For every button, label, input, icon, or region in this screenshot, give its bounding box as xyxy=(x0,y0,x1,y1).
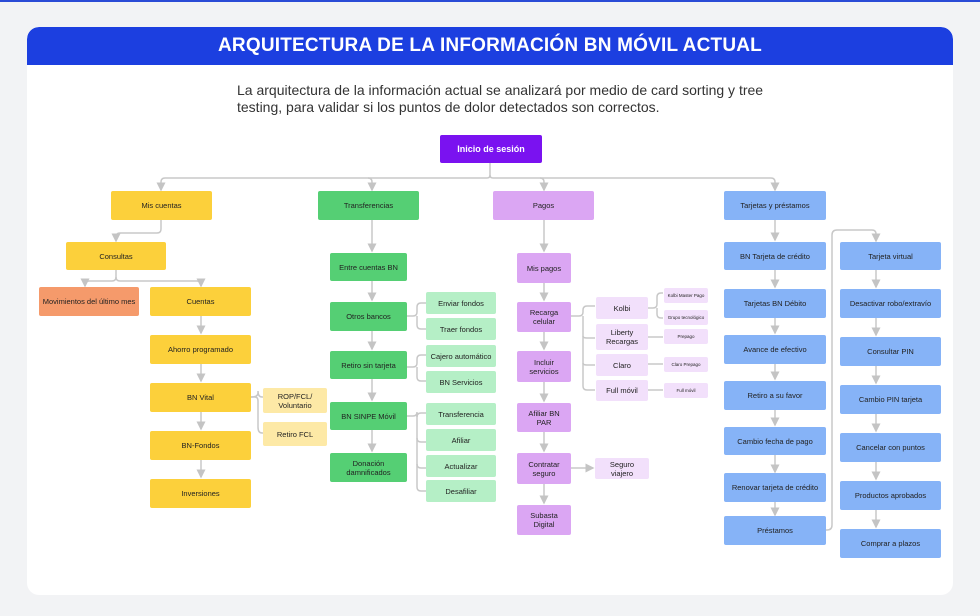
node-claro: Claro xyxy=(596,354,648,376)
node-cambio-fecha-pago: Cambio fecha de pago xyxy=(724,427,826,455)
node-ahorro-programado: Ahorro programado xyxy=(150,335,251,364)
node-bn-vital: BN Vital xyxy=(150,383,251,412)
node-productos-aprobados: Productos aprobados xyxy=(840,481,941,510)
content-card: ARQUITECTURA DE LA INFORMACIÓN BN MÓVIL … xyxy=(27,27,953,595)
node-retiro-sin-tarjeta: Retiro sin tarjeta xyxy=(330,351,407,379)
node-liberty-recargas: Liberty Recargas xyxy=(596,324,648,350)
node-full-movil: Full móvil xyxy=(596,380,648,401)
node-subasta-digital: Subasta Digital xyxy=(517,505,571,535)
node-tarjeta-virtual: Tarjeta virtual xyxy=(840,242,941,270)
node-contratar-seguro: Contratar seguro xyxy=(517,453,571,484)
title-banner: ARQUITECTURA DE LA INFORMACIÓN BN MÓVIL … xyxy=(27,27,953,65)
connector-lines xyxy=(80,163,881,531)
node-cuentas: Cuentas xyxy=(150,287,251,316)
node-tarjetas-prestamos: Tarjetas y préstamos xyxy=(724,191,826,220)
node-inversiones: Inversiones xyxy=(150,479,251,508)
node-recarga-celular: Recarga celular xyxy=(517,302,571,332)
node-avance-efectivo: Avance de efectivo xyxy=(724,335,826,364)
node-prepago: Prepago xyxy=(664,329,708,344)
node-bn-tarjeta-credito: BN Tarjeta de crédito xyxy=(724,242,826,270)
node-retiro-su-favor: Retiro a su favor xyxy=(724,381,826,410)
node-desactivar-robo: Desactivar robo/extravío xyxy=(840,289,941,318)
node-claro-prepago: Claro Prepago xyxy=(664,357,708,372)
node-entre-cuentas: Entre cuentas BN xyxy=(330,253,407,281)
node-desafiliar: Desafiliar xyxy=(426,480,496,502)
node-movimientos: Movimientos del último mes xyxy=(39,287,139,316)
node-grupo-tecnologico: Grupo tecnológico xyxy=(664,310,708,325)
node-consultas: Consultas xyxy=(66,242,166,270)
node-mis-cuentas: Mis cuentas xyxy=(111,191,212,220)
page-title: ARQUITECTURA DE LA INFORMACIÓN BN MÓVIL … xyxy=(218,35,762,56)
node-seguro-viajero: Seguro viajero xyxy=(595,458,649,479)
node-cancelar-puntos: Cancelar con puntos xyxy=(840,433,941,462)
node-actualizar: Actualizar xyxy=(426,455,496,477)
node-afiliar: Afiliar xyxy=(426,429,496,451)
node-mis-pagos: Mis pagos xyxy=(517,253,571,283)
node-bn-sinpe-movil: BN SINPE Móvil xyxy=(330,402,407,430)
node-afiliar-bn-par: Afiliar BN PAR xyxy=(517,403,571,432)
node-cambio-pin: Cambio PIN tarjeta xyxy=(840,385,941,414)
node-cajero-automatico: Cajero automático xyxy=(426,345,496,367)
node-renovar-tarjeta: Renovar tarjeta de crédito xyxy=(724,473,826,502)
node-tarjetas-bn-debito: Tarjetas BN Débito xyxy=(724,289,826,318)
node-donacion-damnificados: Donación damnificados xyxy=(330,453,407,482)
node-comprar-plazos: Comprar a plazos xyxy=(840,529,941,558)
node-enviar-fondos: Enviar fondos xyxy=(426,292,496,314)
page-subtitle: La arquitectura de la información actual… xyxy=(237,82,764,115)
node-rop-fcl: ROP/FCL/ Voluntario xyxy=(263,388,327,413)
top-accent-line xyxy=(0,0,980,2)
node-otros-bancos: Otros bancos xyxy=(330,302,407,331)
node-consultar-pin: Consultar PIN xyxy=(840,337,941,366)
node-bn-servicios: BN Servicios xyxy=(426,371,496,393)
node-bn-fondos: BN-Fondos xyxy=(150,431,251,460)
node-transferencia: Transferencia xyxy=(426,403,496,425)
node-kolbi: Kolbi xyxy=(596,297,648,319)
node-traer-fondos: Traer fondos xyxy=(426,318,496,340)
node-retiro-fcl: Retiro FCL xyxy=(263,422,327,446)
node-full-movil-sub: Full móvil xyxy=(664,383,708,398)
node-pagos: Pagos xyxy=(493,191,594,220)
node-prestamos: Préstamos xyxy=(724,516,826,545)
node-inicio-sesion: Inicio de sesión xyxy=(440,135,542,163)
node-transferencias: Transferencias xyxy=(318,191,419,220)
node-incluir-servicios: Incluir servicios xyxy=(517,351,571,382)
node-kolbi-master-pago: Kolbi Master Pago xyxy=(664,288,708,303)
